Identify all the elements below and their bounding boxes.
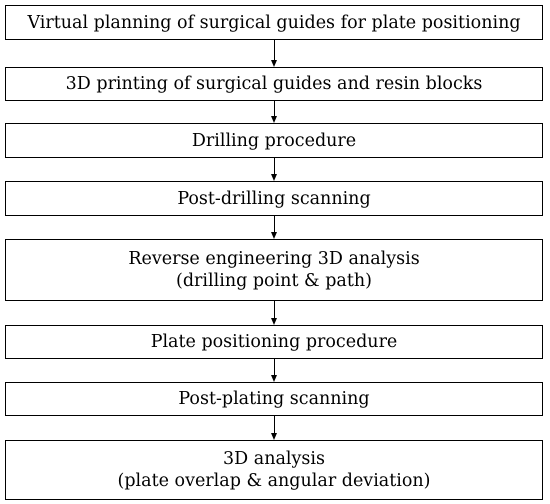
step-label: 3D printing of surgical guides and resin…: [65, 74, 483, 94]
arrow-2-to-3: [271, 101, 277, 123]
step-label-line-2: (plate overlap & angular deviation): [117, 471, 431, 491]
step-virtual-planning: Virtual planning of surgical guides for …: [5, 5, 543, 40]
arrow-5-to-6: [271, 301, 277, 325]
arrow-1-to-2: [271, 40, 277, 67]
step-label-line-2: (drilling point & path): [176, 271, 372, 291]
arrow-6-to-7: [271, 359, 277, 382]
step-label-line-1: Reverse engineering 3D analysis: [128, 249, 420, 269]
step-reverse-engineering-analysis: Reverse engineering 3D analysis (drillin…: [5, 239, 543, 301]
arrow-7-to-8: [271, 416, 277, 440]
step-label: Virtual planning of surgical guides for …: [27, 12, 521, 33]
step-label: Drilling procedure: [191, 130, 357, 151]
step-label: Post-plating scanning: [178, 389, 370, 409]
step-post-drilling-scanning: Post-drilling scanning: [5, 181, 543, 216]
step-3d-printing: 3D printing of surgical guides and resin…: [5, 67, 543, 101]
step-label: Plate positioning procedure: [150, 332, 398, 352]
arrow-4-to-5: [271, 216, 277, 239]
arrow-3-to-4: [271, 158, 277, 181]
step-label: Post-drilling scanning: [177, 188, 371, 209]
step-plate-positioning-procedure: Plate positioning procedure: [5, 325, 543, 359]
step-post-plating-scanning: Post-plating scanning: [5, 382, 543, 416]
step-drilling-procedure: Drilling procedure: [5, 123, 543, 158]
step-3d-analysis: 3D analysis (plate overlap & angular dev…: [5, 440, 543, 500]
step-label-line-1: 3D analysis: [223, 449, 325, 469]
